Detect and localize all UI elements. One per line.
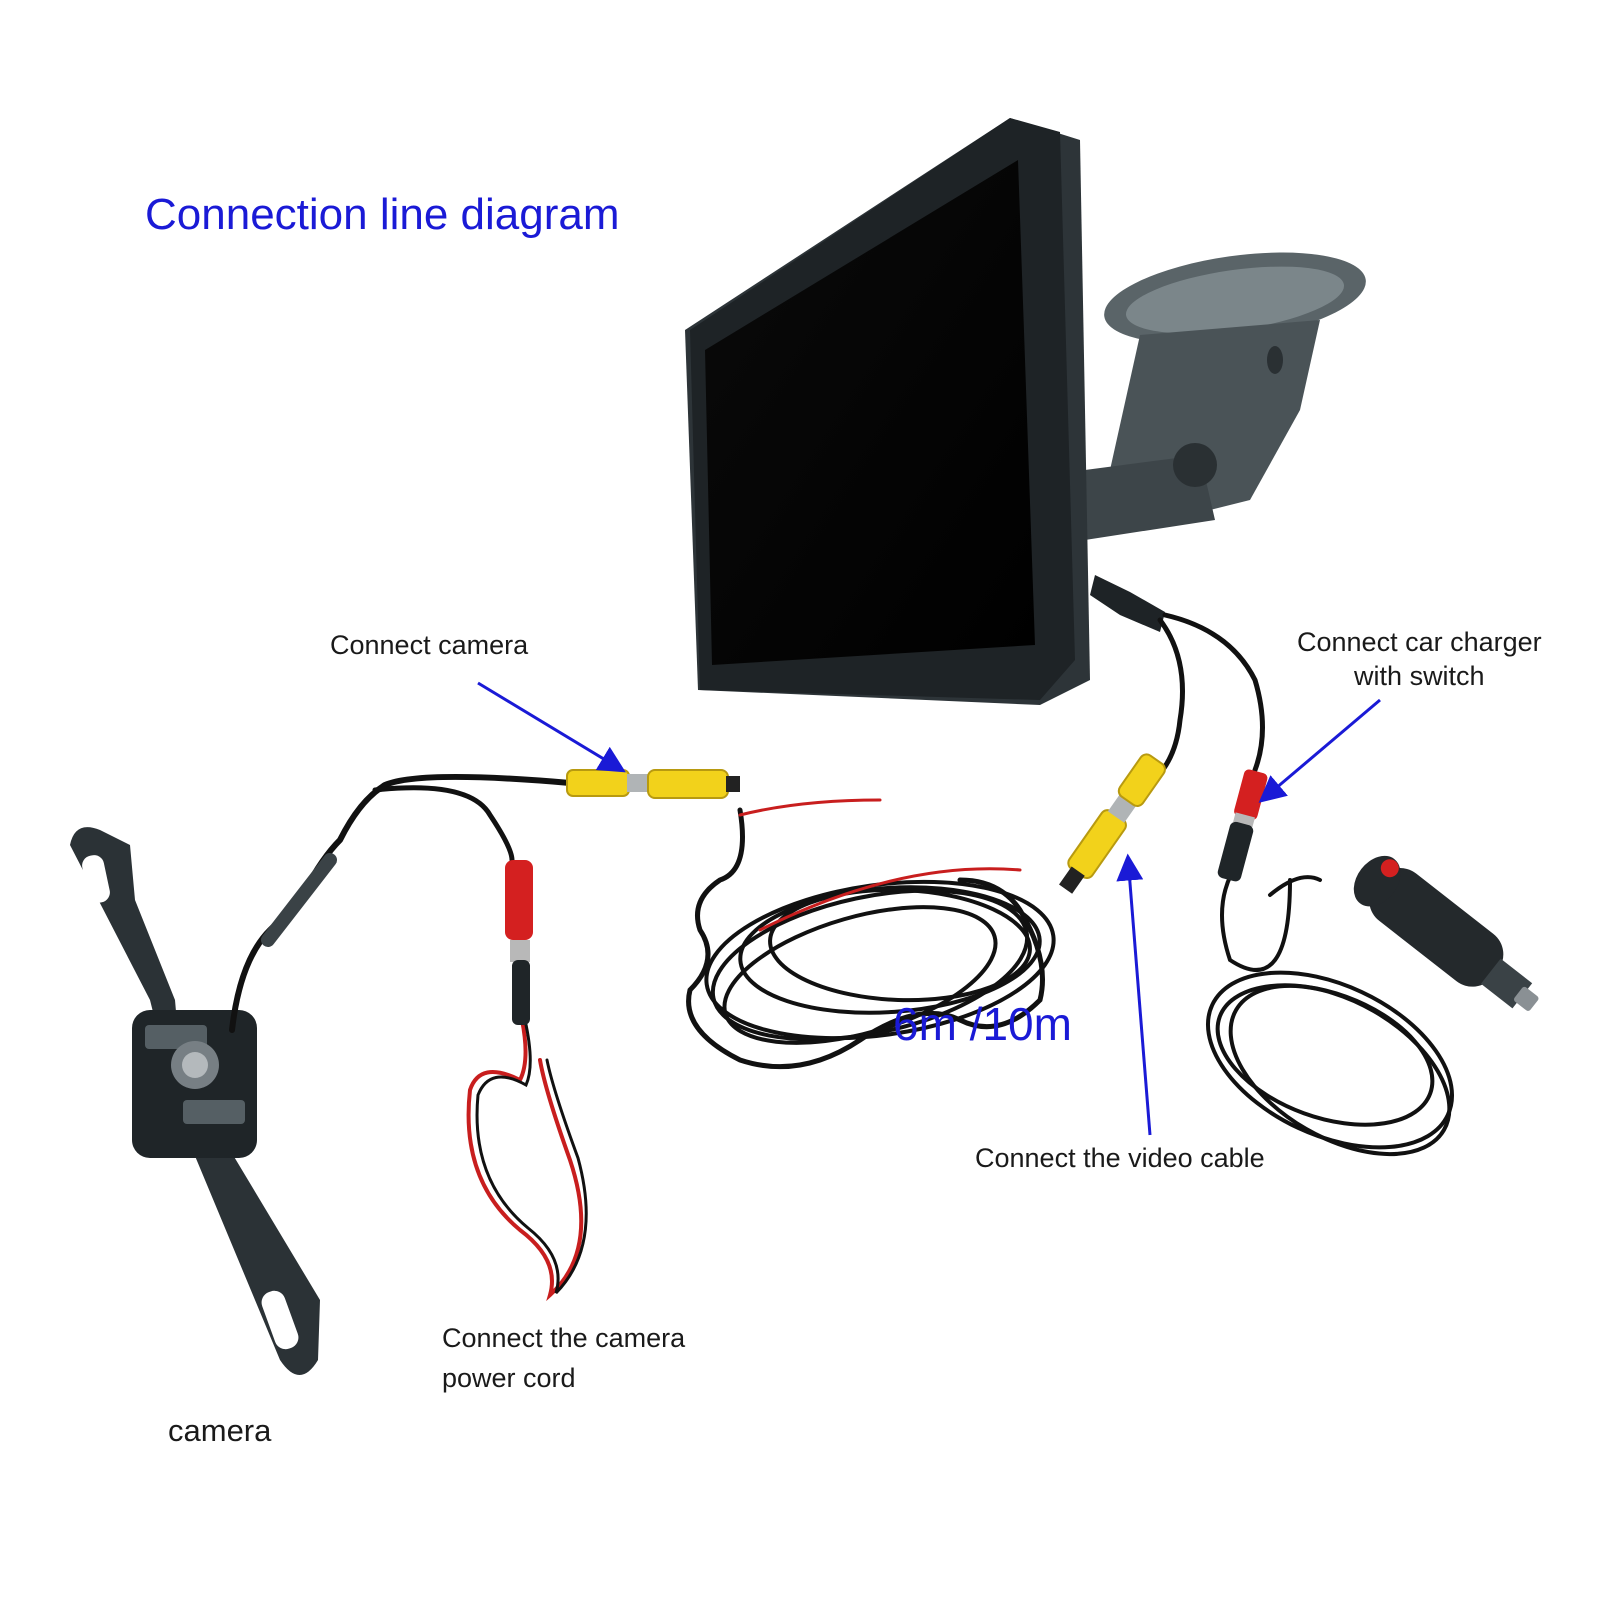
label-connect-camera: Connect camera	[330, 630, 529, 660]
label-connect-car-charger: Connect car charger with switch	[1297, 625, 1542, 693]
red-power-connector	[505, 860, 533, 1025]
suction-cup-mount	[1085, 252, 1366, 540]
connectors	[505, 753, 1539, 1025]
label-cable-length: 6m /10m	[893, 998, 1072, 1050]
charger-connector	[1217, 769, 1268, 882]
camera-illustration	[70, 827, 320, 1375]
rca-connector-video	[1059, 753, 1166, 894]
arrow-connect-camera	[477, 681, 626, 773]
monitor	[685, 118, 1366, 705]
annotation-arrows	[477, 681, 1381, 1136]
label-camera: camera	[168, 1413, 272, 1448]
label-car-charger-line2: with switch	[1354, 661, 1485, 691]
label-car-charger-line1: Connect car charger	[1297, 627, 1542, 657]
cigarette-lighter-plug	[1353, 855, 1539, 1011]
label-power-cord-line1: Connect the camera	[442, 1323, 686, 1353]
cables	[229, 612, 1455, 1302]
label-connect-video-cable: Connect the video cable	[975, 1143, 1265, 1173]
label-connect-power-cord: Connect the camera power cord	[442, 1318, 685, 1398]
diagram-title: Connection line diagram	[145, 190, 620, 239]
rca-connector-camera	[566, 769, 740, 799]
arrow-video-cable	[1116, 853, 1152, 1136]
arrow-car-charger	[1258, 698, 1381, 803]
label-power-cord-line2: power cord	[442, 1363, 576, 1393]
